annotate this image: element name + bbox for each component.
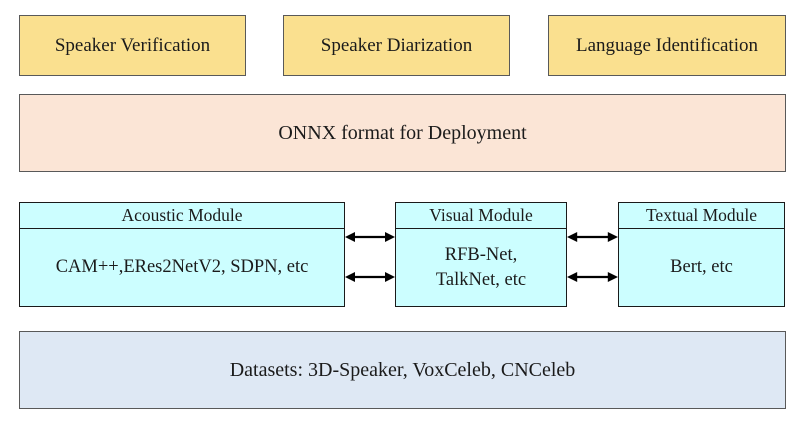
module-content: RFB-Net, TalkNet, etc bbox=[435, 244, 527, 290]
deployment-label: ONNX format for Deployment bbox=[278, 121, 527, 144]
task-box-speaker-verification: Speaker Verification bbox=[19, 15, 246, 76]
datasets-label: Datasets: 3D-Speaker, VoxCeleb, CNCeleb bbox=[229, 358, 576, 381]
module-content: CAM++,ERes2NetV2, SDPN, etc bbox=[55, 257, 309, 278]
bidirectional-arrow-visual-textual-top bbox=[567, 230, 618, 244]
bidirectional-arrow-acoustic-visual-bottom bbox=[345, 270, 395, 284]
module-acoustic: Acoustic Module CAM++,ERes2NetV2, SDPN, … bbox=[19, 202, 345, 307]
bidirectional-arrow-acoustic-visual-top bbox=[345, 230, 395, 244]
module-content: Bert, etc bbox=[670, 257, 733, 278]
module-visual: Visual Module RFB-Net, TalkNet, etc bbox=[395, 202, 567, 307]
datasets-box: Datasets: 3D-Speaker, VoxCeleb, CNCeleb bbox=[19, 331, 786, 409]
module-title: Visual Module bbox=[396, 203, 566, 229]
double-arrow-icon bbox=[567, 232, 618, 242]
module-textual: Textual Module Bert, etc bbox=[618, 202, 785, 307]
module-title: Acoustic Module bbox=[20, 203, 344, 229]
double-arrow-icon bbox=[567, 272, 618, 282]
task-label: Speaker Diarization bbox=[320, 34, 473, 56]
task-box-language-identification: Language Identification bbox=[548, 15, 786, 76]
task-box-speaker-diarization: Speaker Diarization bbox=[283, 15, 510, 76]
task-label: Speaker Verification bbox=[54, 34, 211, 56]
deployment-box: ONNX format for Deployment bbox=[19, 94, 786, 172]
bidirectional-arrow-visual-textual-bottom bbox=[567, 270, 618, 284]
task-label: Language Identification bbox=[575, 34, 758, 56]
double-arrow-icon bbox=[345, 272, 395, 282]
module-title: Textual Module bbox=[619, 203, 784, 229]
double-arrow-icon bbox=[345, 232, 395, 242]
